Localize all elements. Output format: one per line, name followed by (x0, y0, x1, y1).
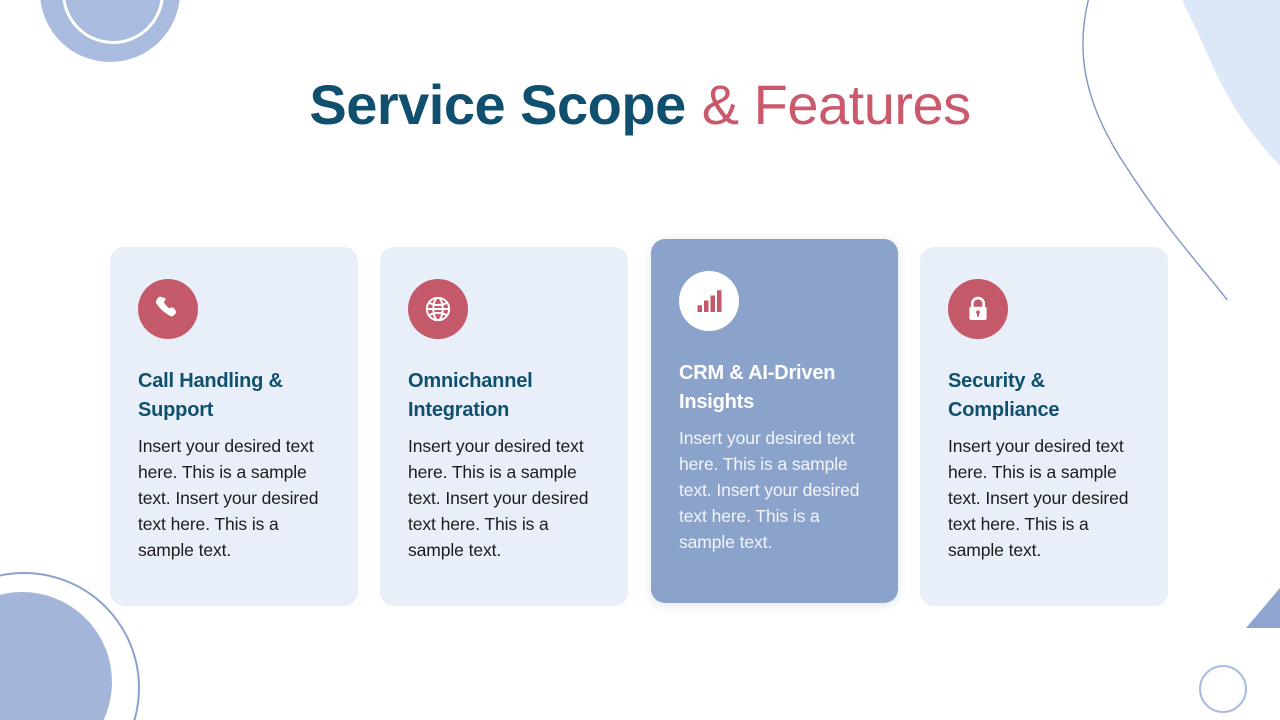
feature-card-body: Insert your desired text here. This is a… (679, 427, 860, 552)
feature-card-body: Insert your desired text here. This is a… (138, 435, 319, 560)
globe-icon (425, 296, 451, 322)
lock-icon (969, 296, 987, 320)
feature-card-group: Call Handling & Support Insert your desi… (110, 239, 1170, 609)
ring-decoration-bottom-right-icon (1199, 665, 1247, 713)
bar-chart-icon (697, 290, 722, 312)
triangle-decoration-icon (1246, 588, 1280, 628)
page-title: Service Scope& Features (0, 72, 1280, 137)
feature-card-title: Call Handling & Support (138, 370, 283, 421)
globe-icon-badge (408, 279, 468, 339)
feature-card-crm-ai[interactable]: CRM & AI-Driven Insights Insert your des… (651, 239, 898, 603)
feature-card-security[interactable]: Security & Compliance Insert your desire… (920, 247, 1168, 606)
lock-icon-badge (948, 279, 1008, 339)
feature-card-call-handling[interactable]: Call Handling & Support Insert your desi… (110, 247, 358, 606)
phone-icon (155, 296, 177, 317)
page-title-primary: Service Scope (309, 73, 686, 136)
phone-icon-badge (138, 279, 198, 339)
ring-decoration-top-left-icon (62, 0, 164, 44)
bar-chart-icon-badge (679, 271, 739, 331)
circle-decoration-bottom-left-icon (0, 592, 112, 720)
feature-card-title: Omnichannel Integration (408, 370, 533, 421)
page-title-secondary: & Features (701, 73, 971, 136)
feature-card-body: Insert your desired text here. This is a… (408, 435, 589, 560)
feature-card-body: Insert your desired text here. This is a… (948, 435, 1129, 560)
feature-card-title: Security & Compliance (948, 370, 1060, 421)
circle-decoration-top-left-icon (40, 0, 180, 62)
feature-card-omnichannel[interactable]: Omnichannel Integration Insert your desi… (380, 247, 628, 606)
feature-card-title: CRM & AI-Driven Insights (679, 362, 836, 413)
